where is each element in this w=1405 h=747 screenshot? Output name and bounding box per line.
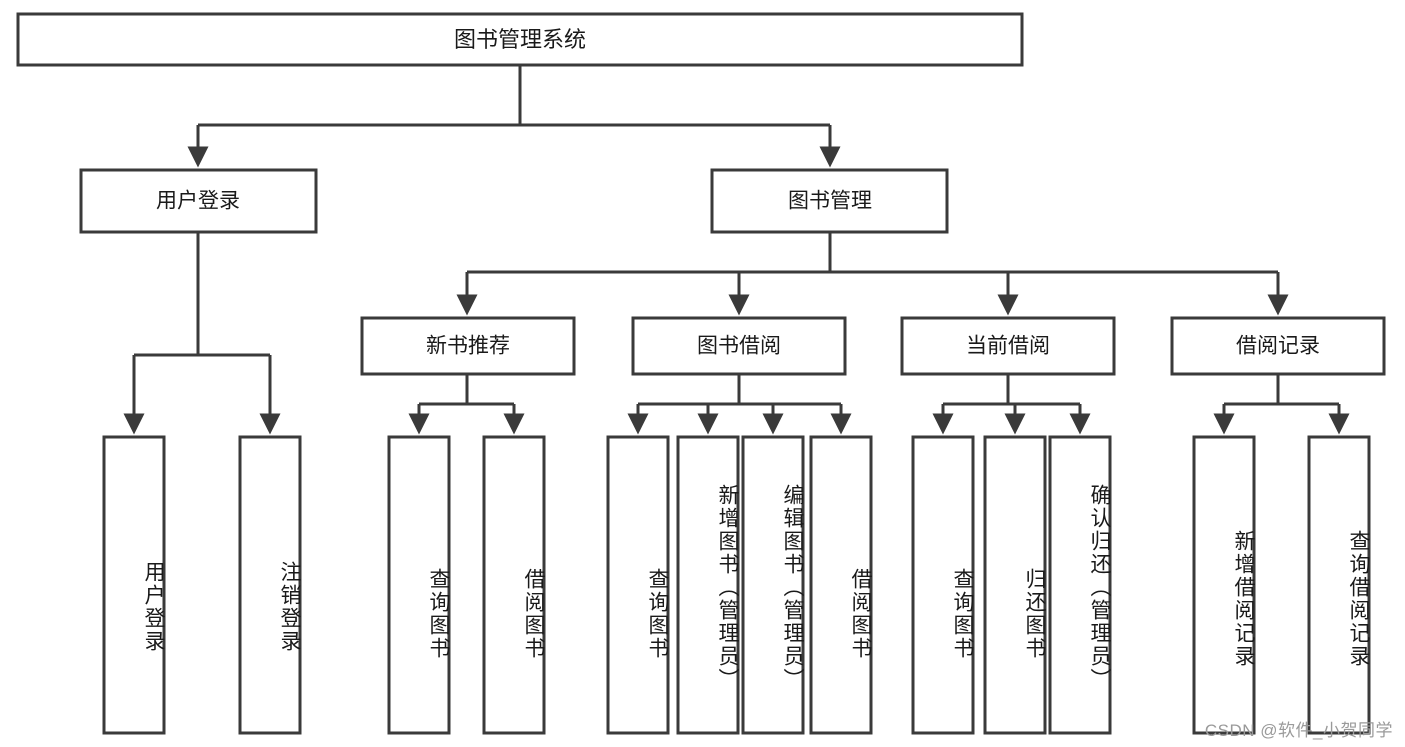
node-root-box xyxy=(16,12,1024,67)
leaf-boxes-current-borrow xyxy=(911,435,1112,735)
leaf-box-book-borrow-2[interactable] xyxy=(676,435,740,735)
node-borrow-record-label: 借阅记录 xyxy=(1236,335,1320,358)
node-current-borrow-label: 当前借阅 xyxy=(966,335,1050,358)
node-new-book-recommend[interactable]: 新书推荐 xyxy=(360,316,576,376)
node-book-management-box xyxy=(710,168,949,234)
leaf-box-current-borrow-2[interactable] xyxy=(983,435,1047,735)
leaf-box-book-borrow-3[interactable] xyxy=(741,435,805,735)
leaf-box-borrow-record-2[interactable] xyxy=(1307,435,1371,735)
leaf-box-user-login-2[interactable] xyxy=(238,435,302,735)
node-book-borrow[interactable]: 图书借阅 xyxy=(631,316,847,376)
node-new-book-recommend-label: 新书推荐 xyxy=(426,335,510,358)
node-book-borrow-label: 图书借阅 xyxy=(697,335,781,358)
edge-group-root-to-level2 xyxy=(187,65,841,168)
node-root-label: 图书管理系统 xyxy=(454,27,586,52)
node-borrow-record-box xyxy=(1170,316,1386,376)
node-user-login-box xyxy=(79,168,318,234)
node-user-login-label: 用户登录 xyxy=(156,190,240,213)
node-book-borrow-box xyxy=(631,316,847,376)
leaf-boxes-book-borrow xyxy=(606,435,873,735)
leaf-boxes-user-login xyxy=(102,435,302,735)
leaf-box-book-borrow-1[interactable] xyxy=(606,435,670,735)
leaf-box-new-book-2[interactable] xyxy=(482,435,546,735)
edge-group-newbook-to-leaves xyxy=(408,374,525,435)
leaf-box-user-login-1[interactable] xyxy=(102,435,166,735)
node-book-management-label: 图书管理 xyxy=(788,190,872,213)
edge-group-bookmanage-to-level3 xyxy=(456,232,1289,316)
node-new-book-recommend-box xyxy=(360,316,576,376)
leaf-box-book-borrow-4[interactable] xyxy=(809,435,873,735)
leaf-box-new-book-1[interactable] xyxy=(387,435,451,735)
node-book-management[interactable]: 图书管理 xyxy=(710,168,949,234)
leaf-box-current-borrow-3[interactable] xyxy=(1048,435,1112,735)
node-borrow-record[interactable]: 借阅记录 xyxy=(1170,316,1386,376)
leaf-boxes-borrow-record xyxy=(1192,435,1371,735)
edge-group-bookborrow-to-leaves xyxy=(627,374,852,435)
node-user-login[interactable]: 用户登录 xyxy=(79,168,318,234)
node-root-book-management-system[interactable]: 图书管理系统 xyxy=(16,12,1024,67)
leaf-box-current-borrow-1[interactable] xyxy=(911,435,975,735)
edge-group-borrowrecord-to-leaves xyxy=(1213,374,1350,435)
csdn-watermark: CSDN @软件_小贺同学 xyxy=(1204,721,1393,740)
node-current-borrow-box xyxy=(900,316,1116,376)
node-current-borrow[interactable]: 当前借阅 xyxy=(900,316,1116,376)
leaf-boxes-new-book-recommend xyxy=(387,435,546,735)
leaf-box-borrow-record-1[interactable] xyxy=(1192,435,1256,735)
edge-group-currentborrow-to-leaves xyxy=(932,374,1091,435)
edge-group-userlogin-to-leaves xyxy=(123,232,281,435)
